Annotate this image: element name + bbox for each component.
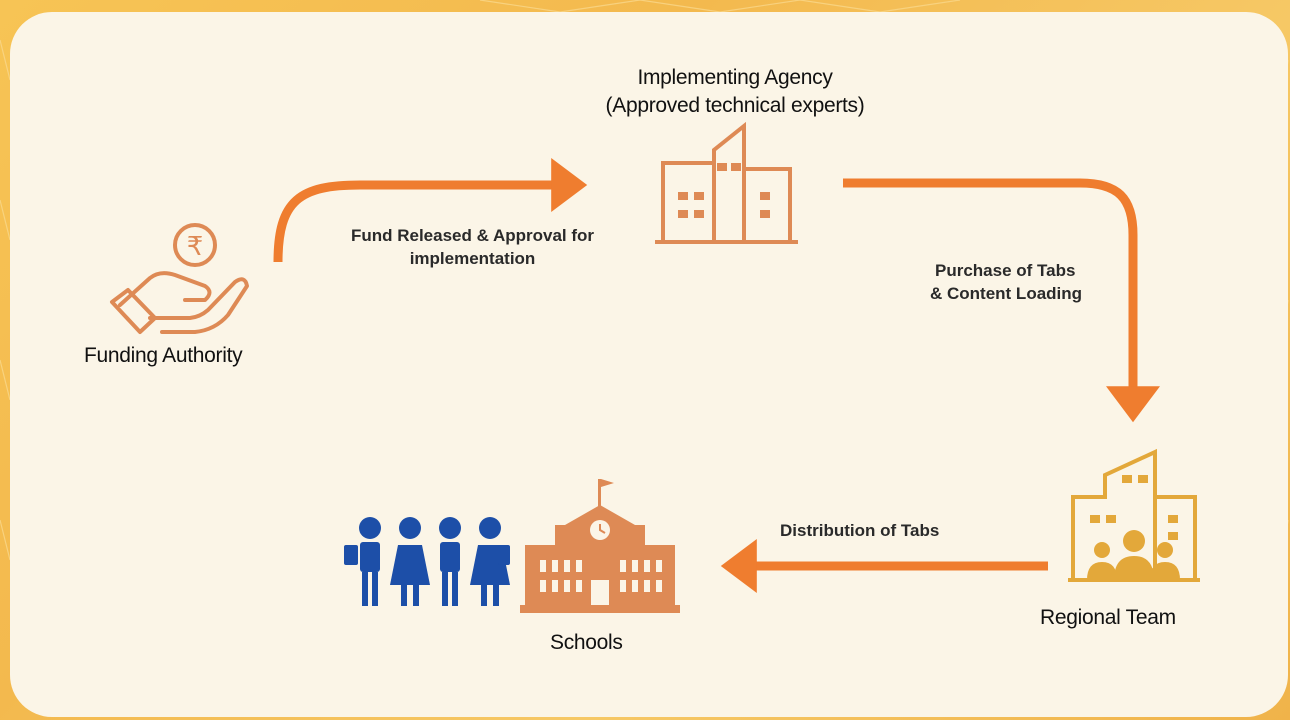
arrow-fund-release <box>273 158 588 263</box>
node-label-regional-team: Regional Team <box>1040 606 1176 629</box>
school-building-icon <box>520 479 680 613</box>
node-label-implementing-agency: Implementing Agency <box>637 66 833 89</box>
team-building-icon <box>1068 448 1200 582</box>
students-icon <box>344 517 510 606</box>
edge-label-fund-line2: implementation <box>409 249 536 268</box>
hand-rupee-icon <box>110 223 249 334</box>
edge-label-purchase-line2: & Content Loading <box>930 284 1083 303</box>
office-building-icon <box>655 121 798 244</box>
office-windows <box>678 163 770 218</box>
edge-label-distribution: Distribution of Tabs <box>780 521 940 540</box>
edge-label-purchase-line1: Purchase of Tabs <box>935 261 1076 280</box>
edge-label-fund-line1: Fund Released & Approval for <box>350 226 595 245</box>
node-label-implementing-agency-sub: (Approved technical experts) <box>605 94 865 117</box>
node-label-funding-authority: Funding Authority <box>84 344 243 367</box>
arrow-purchase-tabs <box>843 178 1160 423</box>
rupee-symbol: ₹ <box>187 232 204 262</box>
node-label-schools: Schools <box>550 631 623 654</box>
